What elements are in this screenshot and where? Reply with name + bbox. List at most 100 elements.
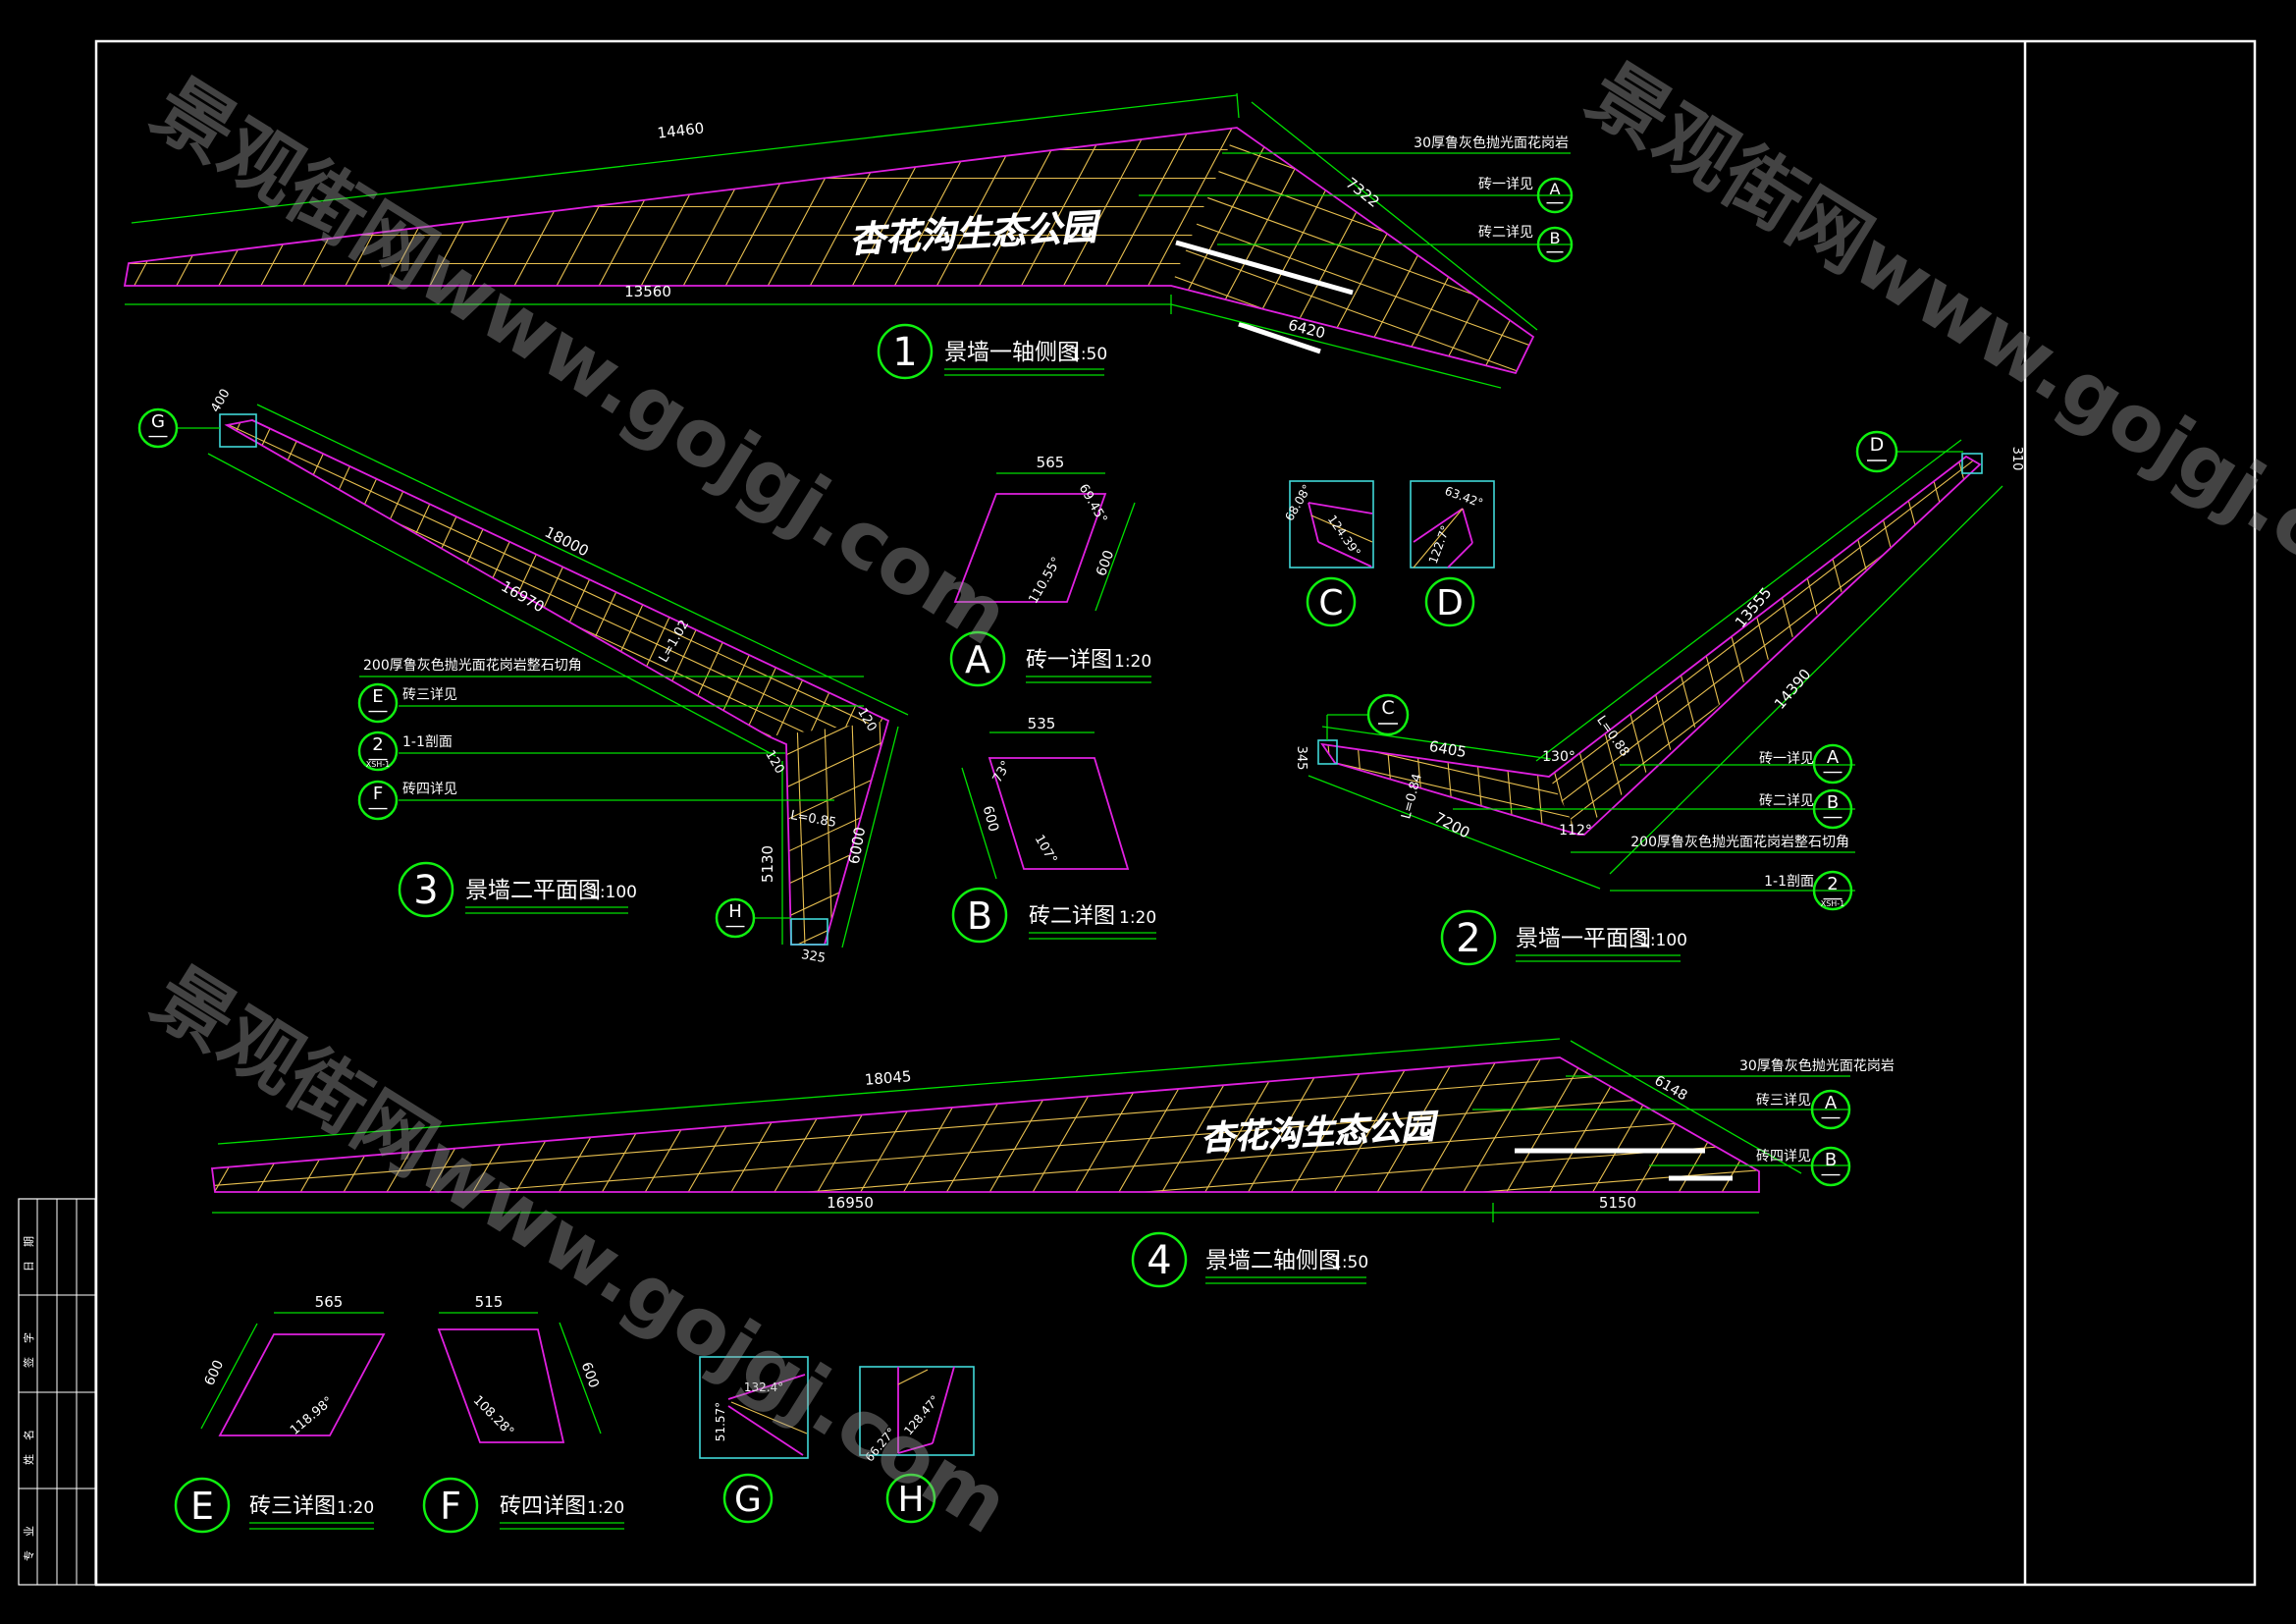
detail-ref-a (1810, 1089, 1851, 1130)
tile-joint-line (769, 869, 888, 927)
detail-c-box (1289, 480, 1374, 568)
dimension-text: 400 (208, 387, 233, 415)
dimension-text: 73° (990, 759, 1015, 785)
plaque-text (1238, 321, 1321, 354)
view-scale: 1:50 (1331, 1253, 1368, 1272)
section-ref-2 (1812, 870, 1853, 911)
dimension-text: 600 (201, 1358, 227, 1388)
tile-joint-line (1682, 457, 1786, 835)
dimension-line (1535, 439, 1962, 762)
tile-joint-line (796, 721, 806, 945)
tile-joint-line (125, 128, 134, 145)
tile-joint-line (1549, 523, 1633, 835)
view-number-circle (1440, 909, 1497, 966)
tile-joint-line (1171, 214, 1533, 348)
tile-edge (932, 1366, 955, 1444)
extension-line (1236, 92, 1240, 119)
detail-scale: 1:20 (1114, 652, 1151, 672)
detail-scale: 1:20 (1119, 908, 1156, 928)
tile-joint-line (1550, 504, 1980, 835)
tile-joint-line (824, 721, 833, 945)
tile-joint-line (1549, 457, 1753, 614)
dimension-text: 110.55° (1026, 555, 1064, 607)
tile-joint-line (1549, 457, 1625, 514)
dimension-text: 16950 (827, 1194, 874, 1212)
view-number-circle (398, 861, 454, 918)
tile-joint-line (1713, 457, 1816, 835)
detail-circle-b (951, 887, 1008, 944)
signature-field-label: 签字 (22, 1319, 35, 1368)
tile-joint-line (1505, 744, 1515, 835)
drawing-annotations: 杏花沟生态公园14460135607322642030厚鲁灰色抛光面花岗岩砖一详… (22, 119, 2024, 1561)
tile-joint-line (1549, 457, 1689, 565)
tile-joint-line (1549, 457, 1979, 787)
detail-title: 砖二详图 (1029, 904, 1115, 929)
tile-joint-line (451, 420, 600, 736)
dimension-text: L=0.88 (1593, 713, 1631, 759)
dimension-text: 565 (315, 1293, 344, 1311)
section-ref-2-sheet: XSH-1 (366, 760, 390, 769)
signature-field-label: 专业 (22, 1512, 35, 1561)
tile-joint-line (1413, 508, 1464, 568)
material-note: 砖一详见 (1759, 751, 1814, 767)
tile-joint-line (1969, 826, 1980, 835)
dimension-text: 13560 (624, 283, 671, 300)
wall-one-plan-outline (1320, 455, 1982, 836)
tile-joint-line (1376, 1057, 1456, 1192)
tile-joint-line (1058, 128, 1191, 373)
detail-g-box (699, 1356, 809, 1459)
tile-joint-line (636, 128, 769, 373)
dimension-line (217, 1038, 1561, 1145)
tile-joint-line (867, 934, 888, 945)
tile-joint-line (897, 1369, 929, 1385)
detail-circle-d (1424, 576, 1475, 627)
tile-joint-line (1506, 1057, 1585, 1192)
tile-joint-line (1872, 751, 1980, 835)
dimension-line (1251, 101, 1538, 331)
view-scale: 1:100 (589, 883, 637, 902)
detail-ref-d-letter: D (1870, 434, 1885, 456)
tile-joint-line (1227, 128, 1360, 373)
tile-edge (1308, 502, 1319, 543)
tile-joint-line (803, 420, 888, 460)
detail-ref-g (137, 407, 179, 449)
tile-edge (1447, 542, 1473, 568)
tile-joint-line (1549, 457, 1560, 465)
dimension-text: 5130 (759, 845, 776, 883)
tile-joint-line (227, 501, 730, 736)
tile-joint-line (1118, 1057, 1198, 1192)
tile-joint-line (1333, 1057, 1413, 1192)
material-note: 砖二详见 (1759, 793, 1814, 809)
tile-joint-line (1926, 457, 1980, 654)
tile-joint-line (227, 696, 312, 736)
detail-ref-a-letter: A (1825, 1093, 1838, 1113)
tile-joint-line (1622, 457, 1725, 835)
tile-joint-line (769, 738, 888, 796)
tile-joint-line (515, 420, 665, 736)
tile-joint-line (678, 128, 811, 373)
park-name-lettering: 杏花沟生态公园 (848, 206, 1102, 260)
view-title: 景墙一轴侧图 (944, 340, 1080, 365)
material-note: 砖三详见 (1756, 1093, 1811, 1109)
tile-joint-line (1652, 457, 1755, 835)
view-title: 景墙二轴侧图 (1205, 1248, 1341, 1273)
tile-joint-line (559, 1057, 638, 1192)
tile-joint-line (227, 540, 646, 736)
dimension-text: 600 (1094, 548, 1117, 578)
detail-ref-d (1855, 430, 1898, 473)
tile-joint-line (1835, 457, 1938, 835)
tile-b-outline (988, 757, 1130, 870)
detail-circle-h (885, 1473, 936, 1524)
tile-joint-line (1711, 627, 1980, 835)
drawing-lines (123, 92, 2003, 1534)
detail-ref-g-letter: G (151, 411, 165, 432)
tile-joint-line (806, 1116, 1759, 1192)
detail-d-box (1961, 453, 1983, 474)
dimension-text: 6148 (1652, 1073, 1690, 1105)
detail-title: 砖一详图 (1026, 648, 1112, 673)
material-note: 1-1剖面 (1764, 874, 1814, 890)
material-note: 砖一详见 (1478, 177, 1533, 192)
detail-ref-f (357, 780, 399, 821)
